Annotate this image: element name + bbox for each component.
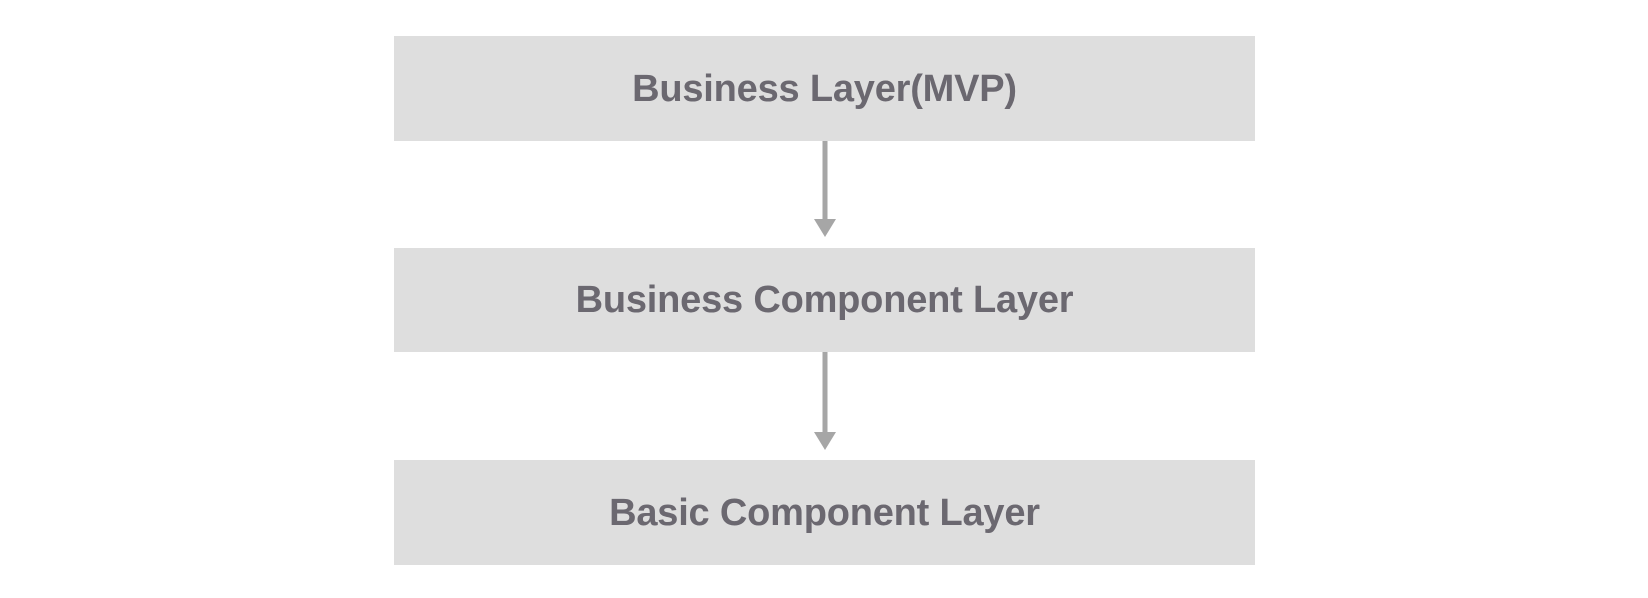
- diagram-node-label: Business Layer(MVP): [632, 67, 1017, 110]
- diagram-node-basic-component-layer[interactable]: Basic Component Layer: [394, 460, 1255, 565]
- diagram-node-business-component-layer[interactable]: Business Component Layer: [394, 248, 1255, 352]
- arrow-down-icon-business-to-component: [814, 141, 836, 237]
- arrow-down-icon-component-to-basic: [814, 352, 836, 450]
- diagram-node-business-layer[interactable]: Business Layer(MVP): [394, 36, 1255, 141]
- diagram-node-label: Business Component Layer: [575, 279, 1074, 321]
- diagram-node-label: Basic Component Layer: [609, 491, 1040, 534]
